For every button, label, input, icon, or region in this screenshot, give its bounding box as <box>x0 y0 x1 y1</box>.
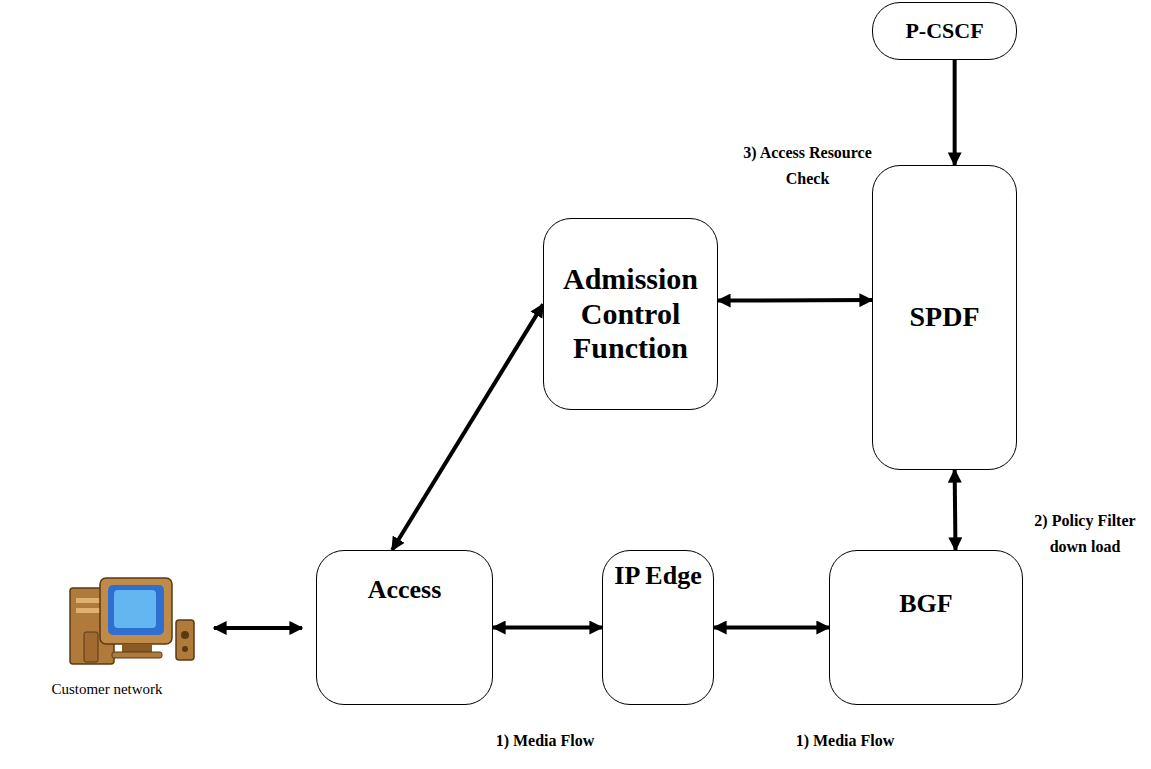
step-label: 1) Media Flow <box>475 728 615 754</box>
box-label: Access <box>368 575 442 605</box>
computer-icon <box>70 578 194 664</box>
connector-arrow <box>493 626 602 630</box>
connector-arrow <box>718 298 872 302</box>
box-label: P-CSCF <box>905 18 983 43</box>
function-box: Admission Control Function <box>543 218 718 410</box>
network-box: Access <box>316 550 493 705</box>
customer-link <box>214 626 302 630</box>
step-label: 3) Access Resource Check <box>740 140 875 191</box>
network-box: BGF <box>829 550 1023 705</box>
connector-arrow <box>392 304 543 550</box>
network-box: IP Edge <box>602 550 714 705</box>
function-box: SPDF <box>872 165 1017 470</box>
step-label: 1) Media Flow <box>775 728 915 754</box>
connector-arrow <box>953 470 958 550</box>
connector-arrow <box>953 60 957 165</box>
connector-arrow <box>714 626 829 630</box>
caption-text: Customer network <box>2 680 212 698</box>
box-label: SPDF <box>910 301 980 333</box>
function-box: P-CSCF <box>872 2 1017 60</box>
box-label: IP Edge <box>614 561 701 591</box>
box-label: Admission Control Function <box>552 262 709 366</box>
step-label: 2) Policy Filter down load <box>1030 508 1140 559</box>
box-label: BGF <box>899 589 952 619</box>
